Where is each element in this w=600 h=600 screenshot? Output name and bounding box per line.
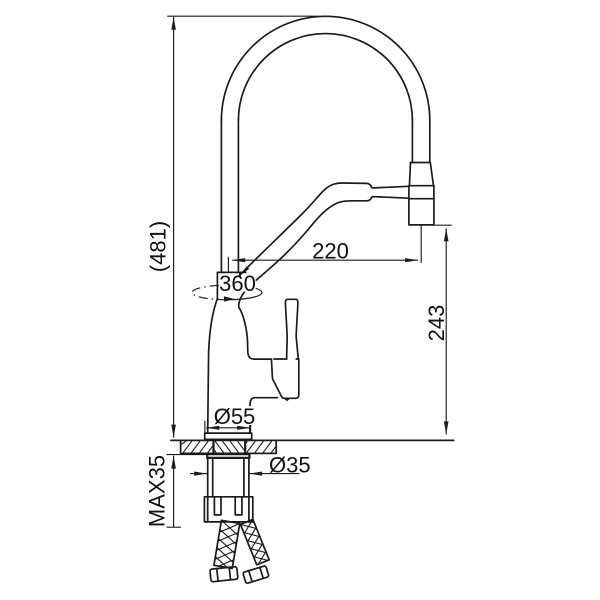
supply-hose-right: [239, 518, 271, 566]
label-max-thickness: MAX35: [145, 455, 170, 527]
dimension-spout-drop: [433, 224, 452, 435]
label-spout-drop-group: 243: [424, 300, 449, 346]
label-overall-height-group: (481): [146, 215, 171, 278]
supply-hose-left: [213, 519, 241, 570]
dimension-overall-height: [167, 15, 319, 438]
height-arrow-up: [171, 16, 176, 30]
dimension-base-diameter: [204, 420, 252, 434]
swivel-arrow: [223, 296, 235, 302]
base-plate: [203, 432, 253, 441]
drop-arrow-down: [443, 421, 449, 435]
thickness-arrow-up: [171, 455, 176, 469]
spout-arm-upper-edge-leader: [237, 182, 410, 278]
label-spout-drop: 243: [424, 305, 449, 342]
gooseneck-inner-curve: [237, 32, 414, 122]
label-spout-reach-mask: [310, 241, 351, 259]
faucet-outline: [169, 15, 455, 585]
label-hole-diameter: Ø35: [269, 452, 311, 477]
label-swivel: 360: [219, 271, 256, 296]
label-max-thickness-group: MAX35: [145, 453, 170, 529]
gooseneck-outer-curve: [220, 15, 431, 122]
swivel-leader-arrow: [238, 266, 250, 277]
mounting-nut-slots: [213, 495, 243, 516]
height-arrow-down: [171, 424, 176, 438]
body-neck-and-arm-lower-edge: [237, 195, 410, 360]
label-base-diameter-mask: [209, 406, 259, 425]
drop-arrow-up: [443, 228, 449, 242]
dimension-labels: (481) 220 243 360 Ø55 Ø35 MAX35: [145, 215, 449, 529]
countertop-band: [179, 439, 278, 455]
swivel-ellipse-dashed: [191, 284, 227, 301]
base-arrow-left: [206, 425, 220, 430]
hole-arrow-left: [194, 471, 208, 476]
label-overall-height: (481): [146, 221, 171, 272]
mounting-hole-edges: [212, 440, 247, 454]
spray-collar: [408, 161, 435, 187]
threaded-shank: [206, 457, 250, 498]
countertop-hatching: [180, 440, 277, 454]
washer: [206, 453, 251, 459]
body-underside: [249, 396, 279, 434]
label-spout-reach: 220: [312, 238, 349, 263]
body-left-wall: [206, 297, 219, 434]
hole-arrow-right: [249, 471, 263, 476]
handle-lever: [284, 298, 300, 360]
spray-head: [408, 184, 435, 226]
label-base-diameter: Ø55: [214, 404, 256, 429]
label-swivel-mask: [219, 277, 256, 292]
handle-body: [270, 358, 300, 400]
hose-nut-left: [209, 565, 239, 583]
handle-pointer-mark: [283, 398, 291, 402]
mounting-nut: [203, 495, 254, 523]
reach-arrow-right: [405, 258, 419, 263]
reach-arrow-left: [232, 258, 246, 263]
dimension-max-thickness: [166, 454, 207, 528]
dimension-annotations: [166, 15, 452, 528]
base-arrow-right: [237, 425, 251, 430]
label-hole-diameter-mask: [266, 454, 314, 473]
hose-nut-right: [242, 565, 270, 585]
dimension-hole-diameter: [190, 471, 300, 476]
dimension-spout-reach: [227, 225, 422, 272]
